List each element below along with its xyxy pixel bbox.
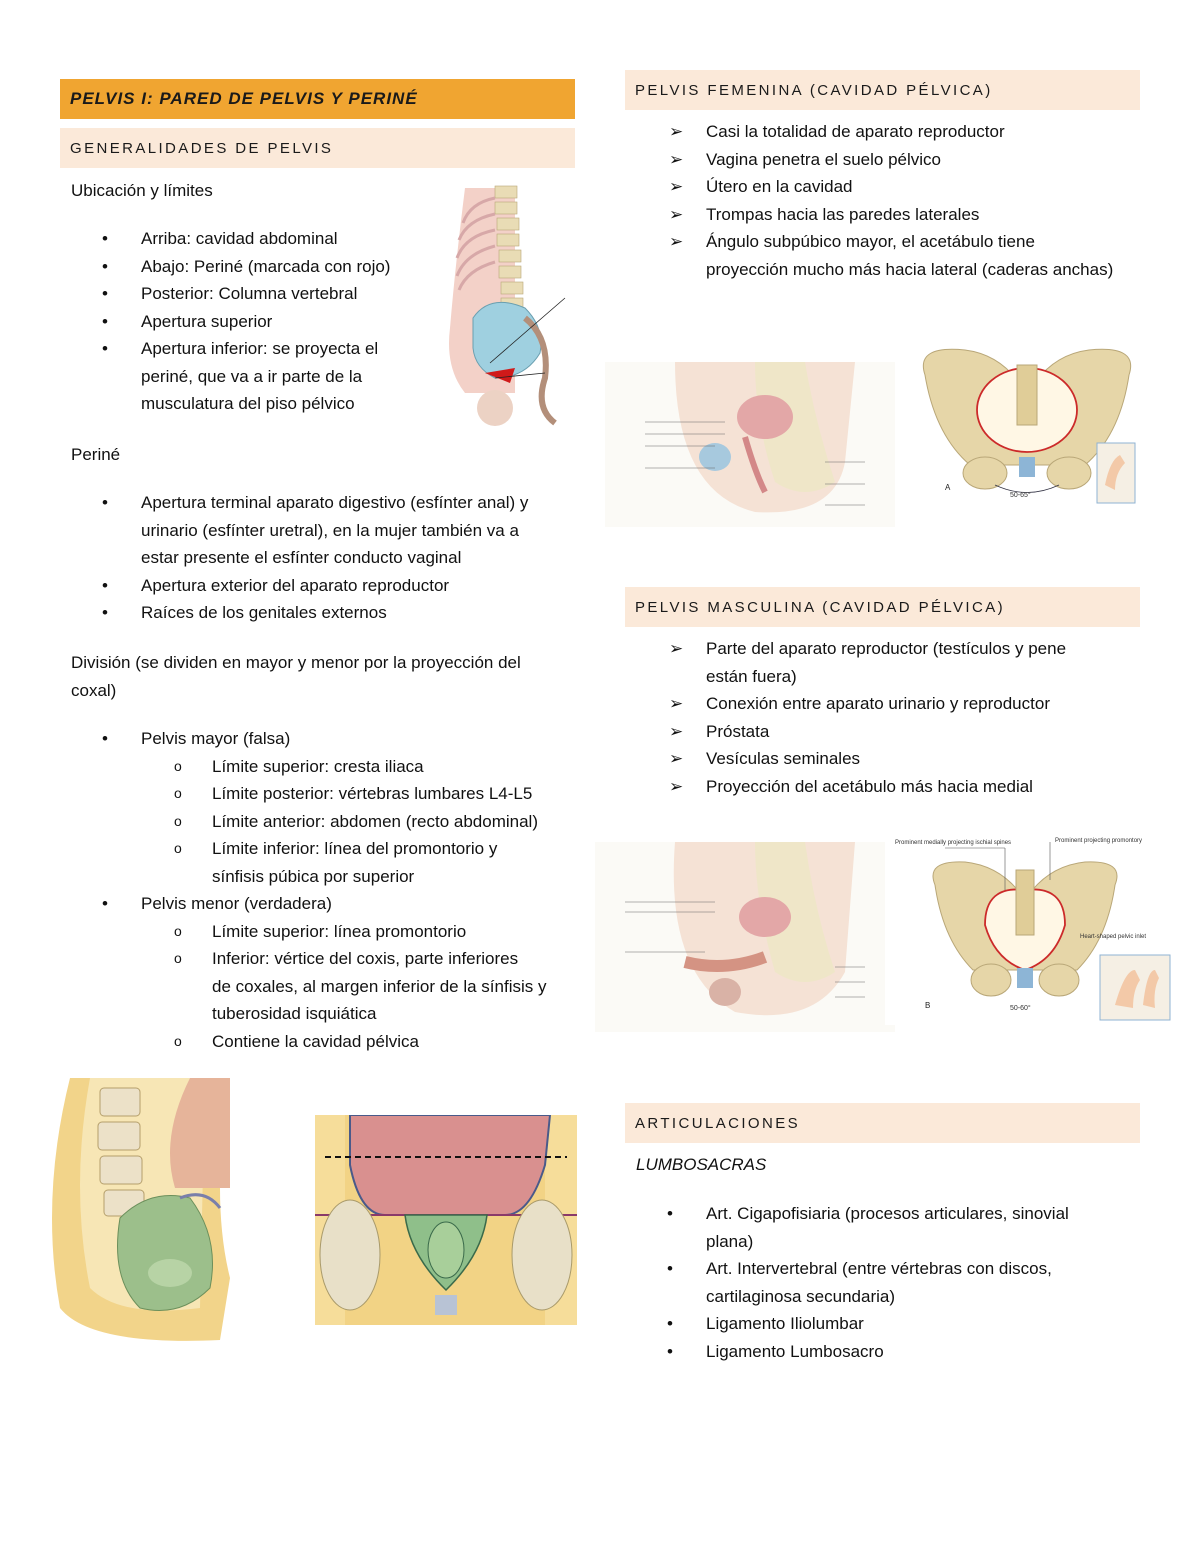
list-item: Límite posterior: vértebras lumbares L4-… — [60, 780, 575, 808]
perine-list: Apertura terminal aparato digestivo (esf… — [60, 489, 575, 627]
section-header-articulaciones: ARTICULACIONES — [625, 1103, 1140, 1143]
list-item: Útero en la cavidad — [625, 173, 1140, 201]
male-pelvis-bone-figure: Prominent medially projecting ischial sp… — [885, 830, 1175, 1025]
fem-letter-label: A — [945, 483, 951, 492]
list-item: Ángulo subpúbico mayor, el acetábulo tie… — [625, 228, 1140, 256]
list-item: Límite superior: línea promontorio — [60, 918, 575, 946]
masc-letter-label: B — [925, 1001, 930, 1010]
section-header-pelvis-femenina: PELVIS FEMENINA (CAVIDAD PÉLVICA) — [625, 70, 1140, 110]
list-item: Vagina penetra el suelo pélvico — [625, 146, 1140, 174]
female-sagittal-figure — [605, 362, 895, 527]
masc-promontory-label: Prominent projecting promontory — [1055, 838, 1142, 844]
list-item: Límite anterior: abdomen (recto abdomina… — [60, 808, 575, 836]
list-item-continuation: sínfisis púbica por superior — [212, 866, 415, 886]
list-item: Trompas hacia las paredes laterales — [625, 201, 1140, 229]
male-sagittal-figure — [595, 842, 895, 1032]
list-item: Art. Intervertebral (entre vértebras con… — [625, 1255, 1140, 1283]
list-item: Abajo: Periné (marcada con rojo) — [60, 253, 420, 281]
list-item: Apertura exterior del aparato reproducto… — [60, 572, 575, 600]
list-item: Raíces de los genitales externos — [60, 599, 575, 627]
masc-inlet-label: Heart-shaped pelvic inlet — [1080, 934, 1146, 940]
list-item-continuation: estar presente el esfínter conducto vagi… — [141, 548, 462, 567]
division-list: Pelvis mayor (falsa) Límite superior: cr… — [60, 725, 575, 1055]
list-item-continuation: proyección mucho más hacia lateral (cade… — [706, 259, 1114, 279]
list-item-continuation: tuberosidad isquiática — [212, 1004, 377, 1023]
list-item: Apertura terminal aparato digestivo (esf… — [60, 489, 575, 517]
list-item: Inferior: vértice del coxis, parte infer… — [60, 945, 575, 973]
perine-heading: Periné — [71, 445, 121, 464]
fem-angle-label: 50-65° — [1010, 491, 1031, 499]
list-item: Apertura superior — [60, 308, 420, 336]
division-heading-line: División (se dividen en mayor y menor po… — [71, 653, 521, 672]
list-item: Arriba: cavidad abdominal — [60, 225, 420, 253]
list-item-continuation: plana) — [706, 1231, 754, 1251]
page-title: PELVIS I: PARED DE PELVIS Y PERINÉ — [60, 79, 575, 119]
lumbosacras-heading: LUMBOSACRAS — [636, 1155, 767, 1174]
list-item-continuation: urinario (esfínter uretral), en la mujer… — [141, 520, 519, 540]
list-item: Posterior: Columna vertebral — [60, 280, 420, 308]
list-item-continuation: musculatura del piso pélvico — [141, 394, 355, 413]
articulaciones-list: Art. Cigapofisiaria (procesos articulare… — [625, 1200, 1140, 1365]
section-header-generalidades: GENERALIDADES DE PELVIS — [60, 128, 575, 168]
list-item-continuation: periné, que va a ir parte de la — [141, 366, 363, 386]
list-item: Ligamento Iliolumbar — [625, 1310, 1140, 1338]
masc-angle-label: 50-60° — [1010, 1004, 1031, 1012]
list-item: Art. Cigapofisiaria (procesos articulare… — [625, 1200, 1140, 1228]
list-item: Contiene la cavidad pélvica — [60, 1028, 575, 1056]
pelvis-masculina-list: Parte del aparato reproductor (testículo… — [625, 635, 1140, 800]
list-item: Conexión entre aparato urinario y reprod… — [625, 690, 1140, 718]
pelvis-femenina-list: Casi la totalidad de aparato reproductor… — [625, 118, 1140, 283]
list-item: Casi la totalidad de aparato reproductor — [625, 118, 1140, 146]
list-item: Ligamento Lumbosacro — [625, 1338, 1140, 1366]
ubicacion-heading: Ubicación y límites — [71, 181, 213, 200]
list-item: Vesículas seminales — [625, 745, 1140, 773]
sagittal-pelvis-figure — [52, 1078, 230, 1341]
coronal-pelvis-figure — [315, 1115, 577, 1325]
list-item: Parte del aparato reproductor (testículo… — [625, 635, 1140, 663]
list-item: Límite superior: cresta iliaca — [60, 753, 575, 781]
section-header-pelvis-masculina: PELVIS MASCULINA (CAVIDAD PÉLVICA) — [625, 587, 1140, 627]
ubicacion-list: Arriba: cavidad abdominal Abajo: Periné … — [60, 225, 420, 418]
pelvis-mayor-label: Pelvis mayor (falsa) — [60, 725, 575, 753]
list-item: Próstata — [625, 718, 1140, 746]
list-item-continuation: de coxales, al margen inferior de la sín… — [212, 976, 547, 996]
list-item: Apertura inferior: se proyecta el — [60, 335, 420, 363]
list-item: Límite inferior: línea del promontorio y — [60, 835, 575, 863]
masc-ischial-label: Prominent medially projecting ischial sp… — [895, 840, 1011, 846]
division-heading: División (se dividen en mayor y menor po… — [71, 649, 571, 704]
list-item-continuation: están fuera) — [706, 666, 797, 686]
female-pelvis-bone-figure: A 50-65° — [915, 345, 1140, 513]
list-item: Proyección del acetábulo más hacia media… — [625, 773, 1140, 801]
pelvis-menor-label: Pelvis menor (verdadera) — [60, 890, 575, 918]
abdomen-pelvis-side-figure — [449, 178, 566, 440]
list-item-continuation: cartilaginosa secundaria) — [706, 1286, 895, 1306]
division-heading-line: coxal) — [71, 680, 117, 700]
